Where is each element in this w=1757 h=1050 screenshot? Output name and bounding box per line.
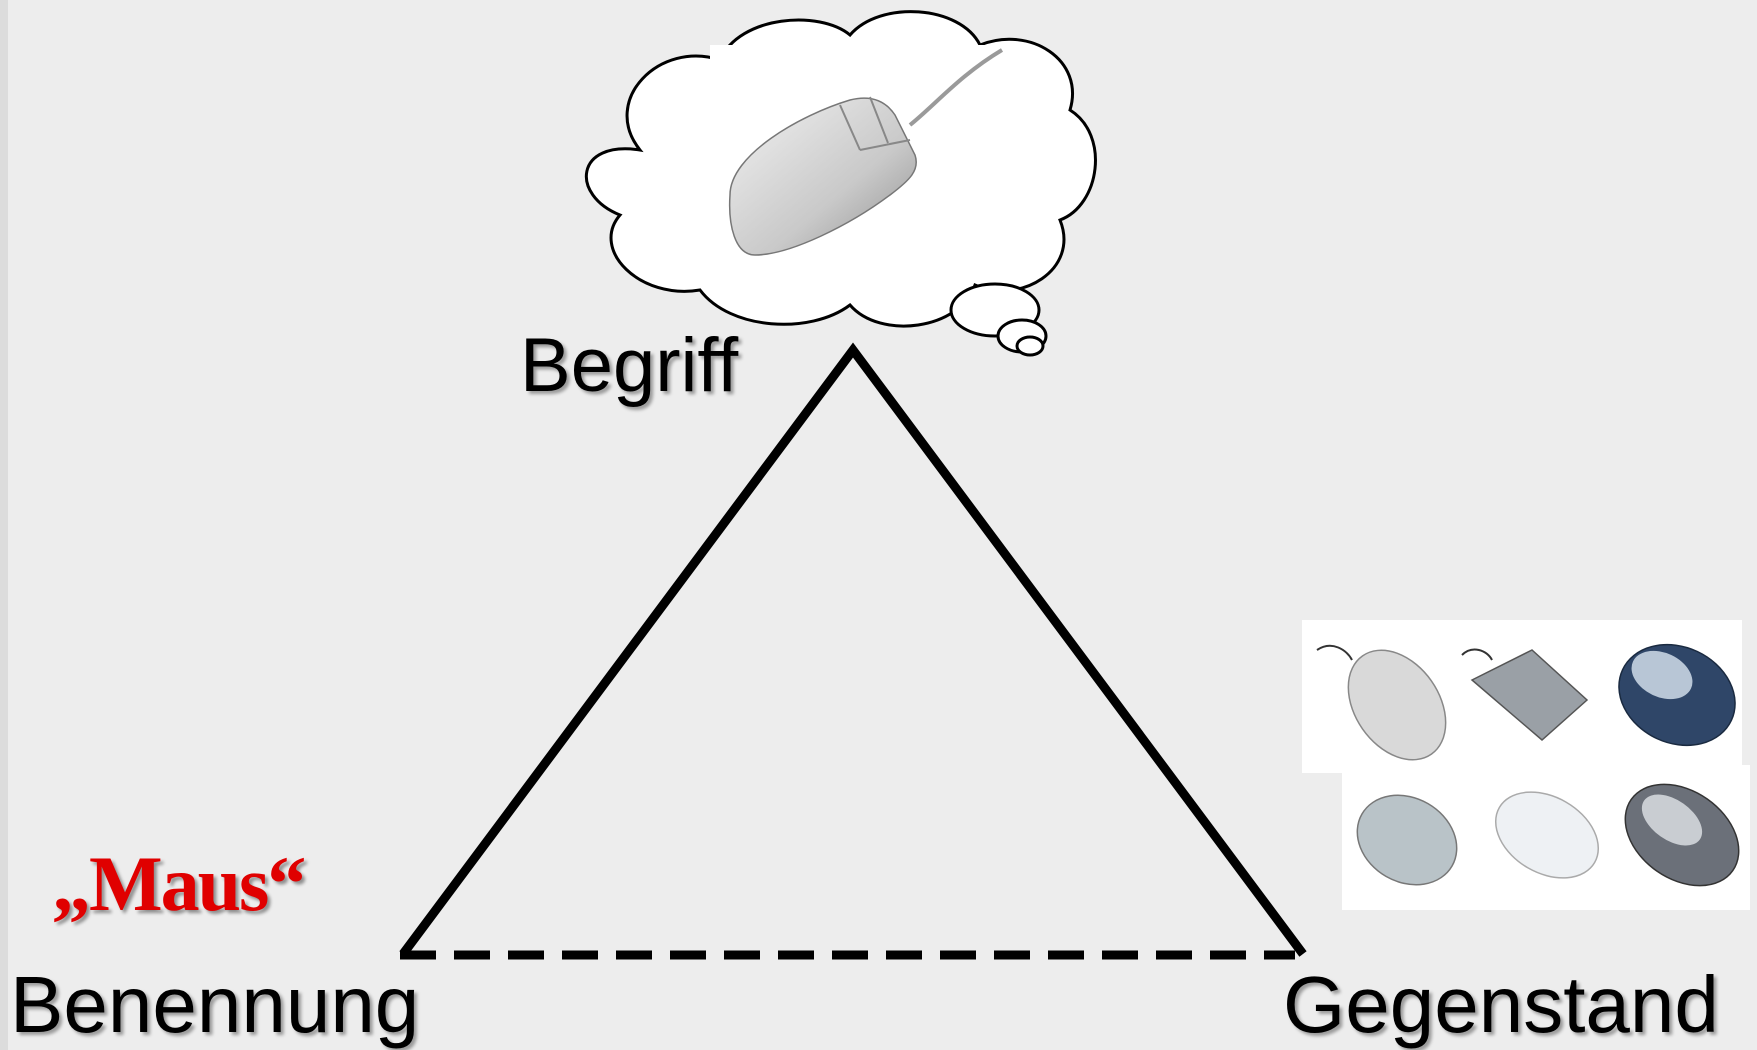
term-label: Benennung xyxy=(10,960,420,1049)
triangle-solid-sides xyxy=(399,342,1307,957)
mouse-white-icon xyxy=(1494,791,1600,879)
concept-mouse-image xyxy=(710,45,1007,267)
mouse-gray-icon xyxy=(1461,648,1589,741)
mouse-blue-icon xyxy=(1618,643,1736,747)
left-edge-strip xyxy=(0,0,8,1050)
computer-mouse-icon xyxy=(728,48,1004,256)
mouse-cordless-icon xyxy=(1624,783,1740,887)
object-label: Gegenstand xyxy=(1283,960,1719,1049)
triangle xyxy=(399,342,1307,960)
mouse-beige-icon xyxy=(1316,644,1447,761)
mouse-silver-icon xyxy=(1356,794,1458,886)
objects-mice-top-row xyxy=(1302,620,1742,773)
concept-label: Begriff xyxy=(520,323,739,408)
term-example-label: „Maus“ xyxy=(52,840,306,927)
objects-mice-bottom-row xyxy=(1342,765,1750,910)
